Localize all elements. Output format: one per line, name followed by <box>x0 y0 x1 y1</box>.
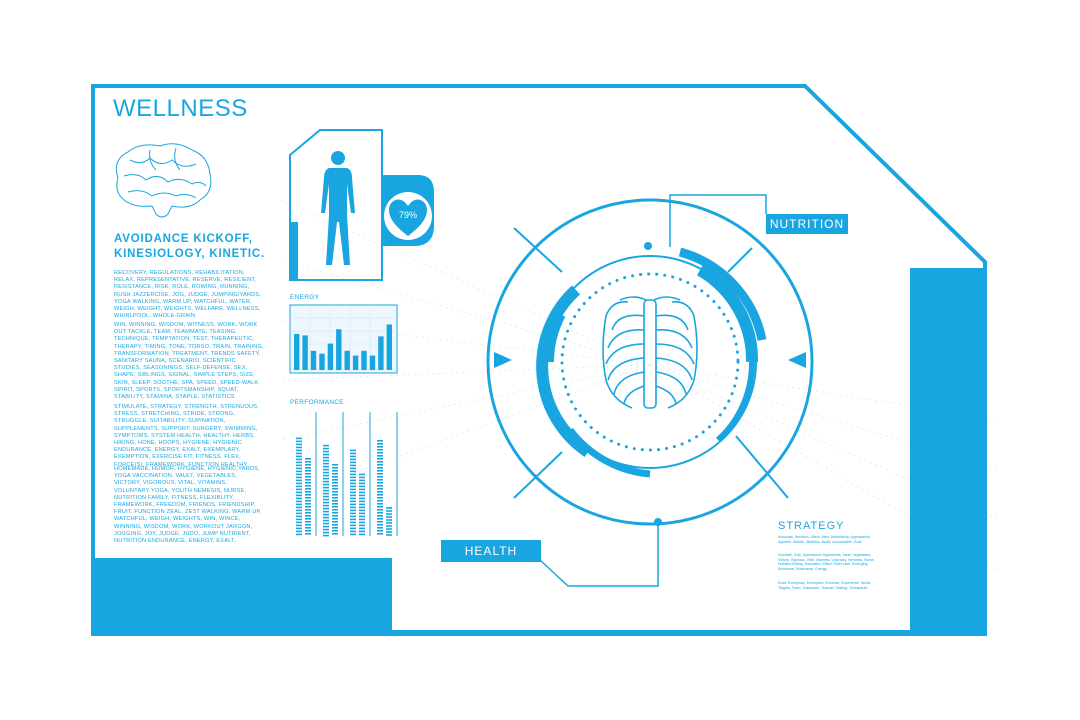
gauge-arc-right <box>696 264 759 363</box>
paragraph-4: HOMEMADE, HUMOR, HYGIENE, HYGIENIC,YARDS… <box>114 466 262 545</box>
energy-bars <box>294 324 392 370</box>
energy-bar <box>378 336 384 370</box>
heart-percent: 79% <box>398 210 417 220</box>
gauge-arc-left <box>536 285 592 457</box>
performance-bar-a <box>296 437 302 536</box>
brain-icon <box>115 143 212 218</box>
page-title: WELLNESS <box>113 95 248 122</box>
health-tag: HEALTH <box>441 540 541 562</box>
energy-label: ENERGY <box>290 294 320 301</box>
strategy-line-2: Goodwill, Grip, Gymnasium Ingrediants, V… <box>778 553 875 571</box>
central-gauge <box>486 198 814 526</box>
nutrition-tag: NUTRITION <box>766 214 848 234</box>
summary-heading: AVOIDANCE KICKOFF, KINESIOLOGY, KINETIC. <box>114 233 265 260</box>
energy-bar <box>319 353 325 370</box>
energy-bar <box>336 329 342 370</box>
energy-bar <box>352 355 359 370</box>
strategy-line-1: Advocate, Aerobics, Affect, Alert, Ambul… <box>778 535 871 544</box>
energy-bar <box>386 324 392 370</box>
performance-bar-b <box>332 464 338 535</box>
performance-label: PERFORMANCE <box>290 399 344 406</box>
performance-bar-a <box>377 440 383 535</box>
energy-bar <box>344 350 350 370</box>
energy-bar <box>327 343 334 370</box>
energy-bar <box>361 350 367 370</box>
energy-bar <box>302 335 308 370</box>
performance-bar-a <box>350 449 356 536</box>
body-card-bar <box>290 222 298 280</box>
strategy-line-3: Exalt, Exemplary, Exemption, Exercise, E… <box>778 581 872 590</box>
performance-bar-b <box>359 473 365 536</box>
rib-cage-icon <box>602 296 698 409</box>
paragraph-2: WIN, WINNING, WISDOM, WITNESS, WORK, WOR… <box>114 322 264 401</box>
human-figure-icon <box>321 151 355 265</box>
bottom-left-fill <box>93 558 392 634</box>
energy-bar <box>294 334 300 370</box>
energy-bar <box>369 355 376 370</box>
paragraph-1: RECOVERY, REGULATIONS, REHABILITATION, R… <box>114 270 262 320</box>
performance-bar-a <box>323 444 329 537</box>
strategy-title: STRATEGY <box>778 520 845 532</box>
performance-bar-b <box>386 507 392 536</box>
energy-bar <box>310 350 317 370</box>
heart-icon <box>389 199 427 236</box>
performance-chart <box>296 412 398 537</box>
paragraph-3: STIMULATE, STRATEGY, STRENGTH, STRENUOUS… <box>114 404 259 468</box>
right-fill <box>910 268 985 634</box>
performance-bar-b <box>305 458 311 535</box>
